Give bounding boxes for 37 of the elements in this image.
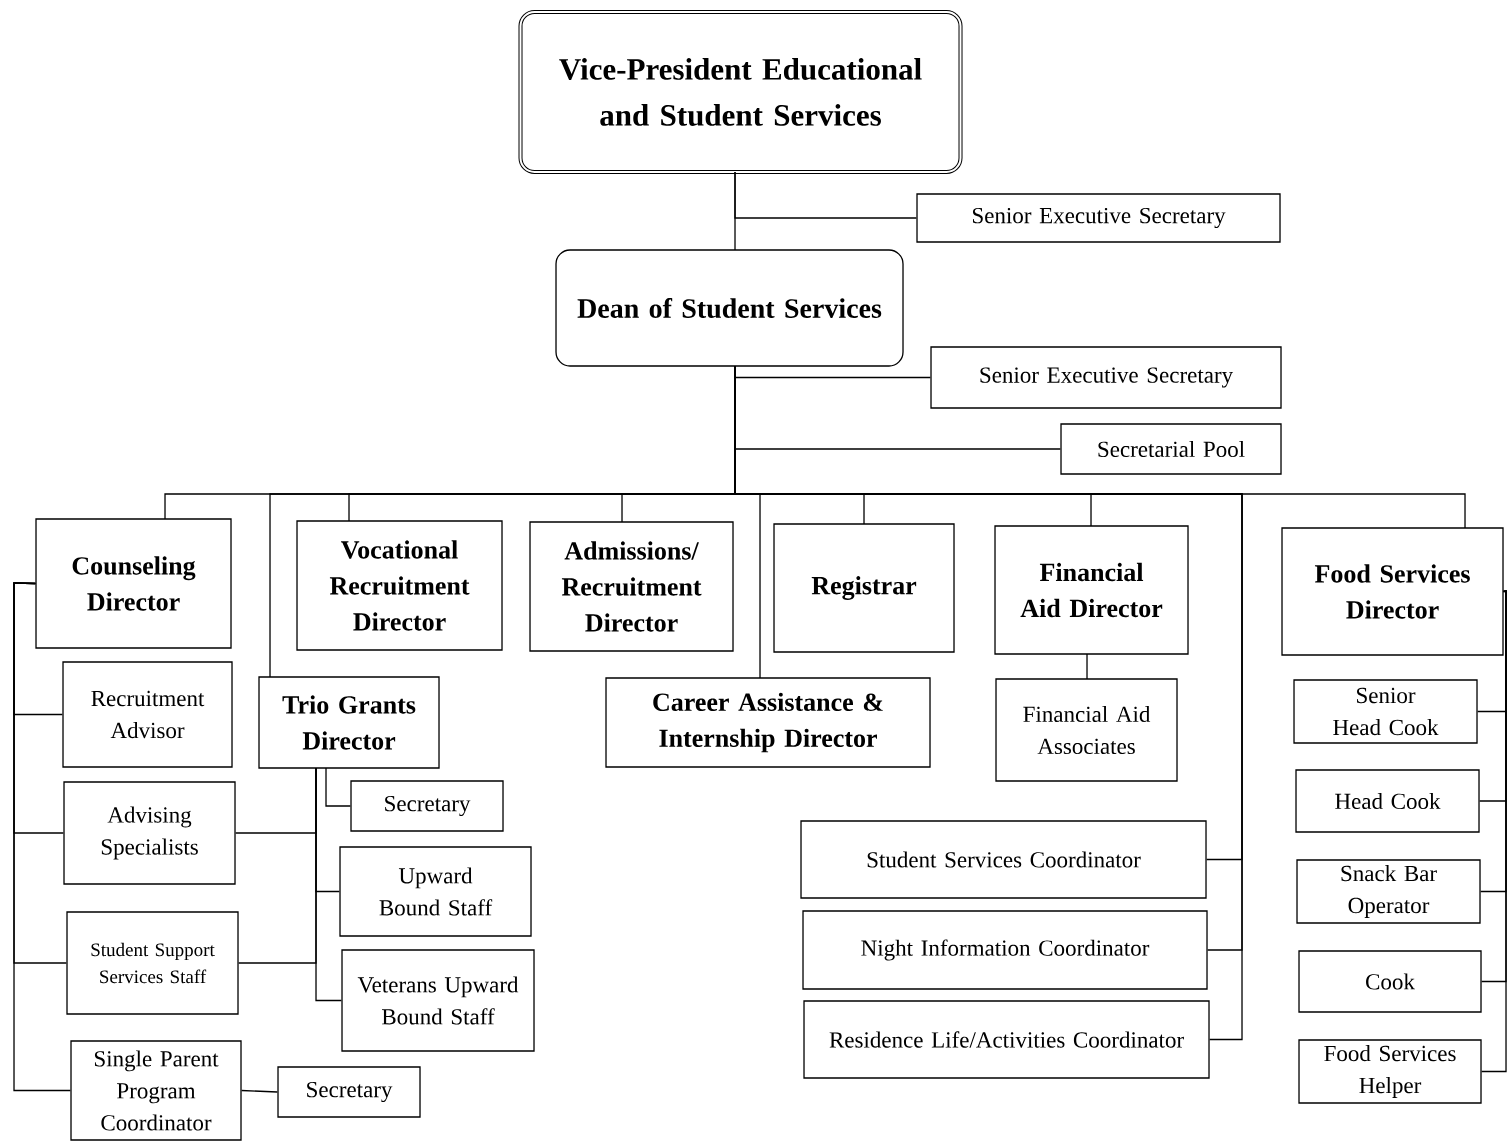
position-box: Senior Executive Secretary xyxy=(930,346,1282,409)
director-box: Registrar xyxy=(773,523,955,653)
position-box: Financial Aid Associates xyxy=(995,678,1178,782)
title-box: Vice-President Educational and Student Services xyxy=(518,10,963,174)
position-box: Secretarial Pool xyxy=(1060,423,1282,475)
position-box: Single Parent Program Coordinator xyxy=(70,1040,242,1141)
position-box: Head Cook xyxy=(1295,769,1480,833)
position-box: Cook xyxy=(1298,950,1482,1013)
position-box: Student Support Services Staff xyxy=(66,911,239,1015)
position-box: Veterans Upward Bound Staff xyxy=(341,949,535,1052)
position-box: Upward Bound Staff xyxy=(339,846,532,937)
connector-line xyxy=(238,767,317,964)
title-box: Dean of Student Services xyxy=(555,249,904,367)
position-box: Secretary xyxy=(277,1066,421,1118)
position-box: Residence Life/Activities Coordinator xyxy=(803,1000,1210,1079)
position-box: Advising Specialists xyxy=(63,781,236,885)
position-box: Food Services Helper xyxy=(1298,1039,1482,1104)
connector-line xyxy=(1481,590,1507,1073)
position-box: Senior Executive Secretary xyxy=(916,193,1281,243)
connector-line xyxy=(241,1089,278,1093)
position-box: Secretary xyxy=(350,780,504,832)
connector-line xyxy=(13,582,71,1092)
position-box: Senior Head Cook xyxy=(1293,679,1478,744)
connector-line xyxy=(1086,653,1088,680)
director-box: Vocational Recruitment Director xyxy=(296,520,503,651)
connector-line xyxy=(734,171,736,251)
position-box: Recruitment Advisor xyxy=(62,661,233,768)
director-box: Financial Aid Director xyxy=(994,525,1189,655)
director-box: Food Services Director xyxy=(1281,527,1504,656)
director-box: Career Assistance & Internship Director xyxy=(605,677,931,768)
director-box: Admissions/ Recruitment Director xyxy=(529,521,734,652)
director-box: Trio Grants Director xyxy=(258,676,440,769)
position-box: Night Information Coordinator xyxy=(802,910,1208,990)
director-box: Counseling Director xyxy=(35,518,232,649)
position-box: Snack Bar Operator xyxy=(1296,859,1481,924)
connector-line xyxy=(325,767,351,807)
position-box: Student Services Coordinator xyxy=(800,820,1207,899)
